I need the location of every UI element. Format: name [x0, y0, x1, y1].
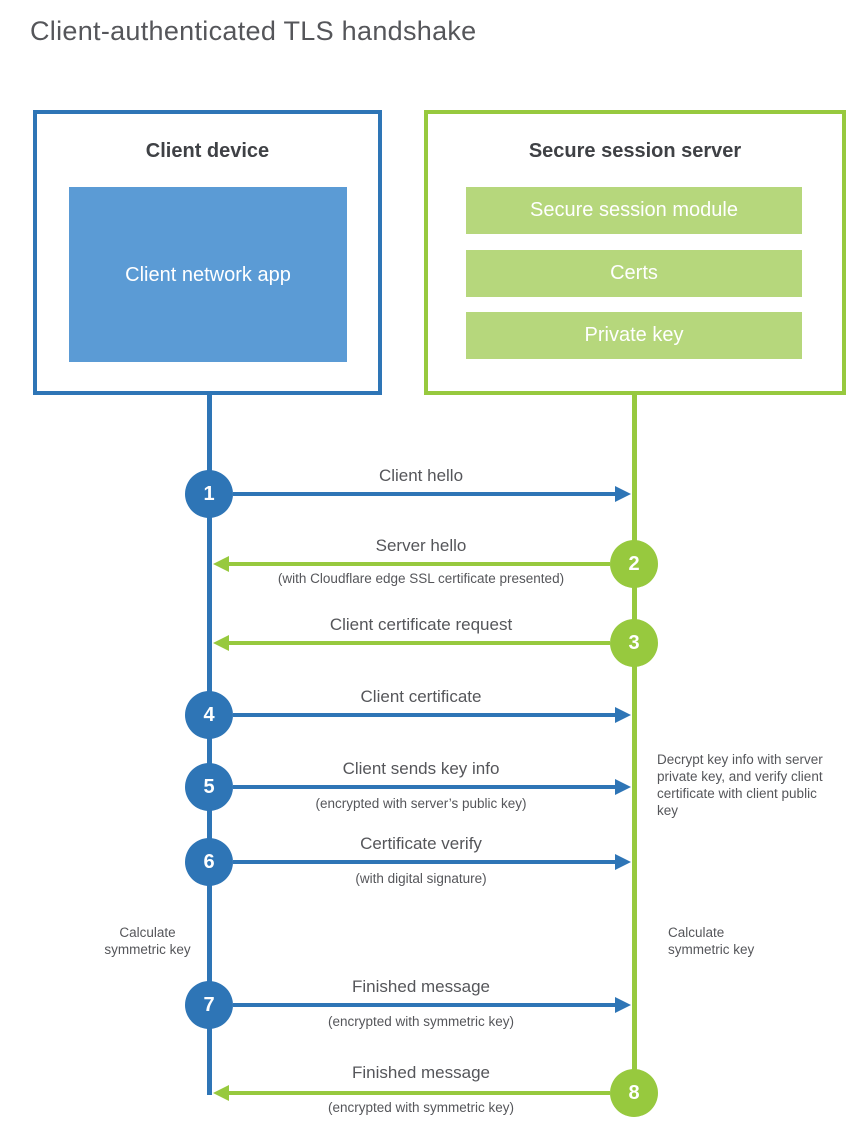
private-key-bar: Private key: [466, 312, 802, 359]
client-device-title: Client device: [145, 140, 270, 162]
client-network-app-box: Client network app: [69, 187, 347, 362]
step-7-badge: 7: [185, 981, 233, 1029]
secure-session-module-bar: Secure session module: [466, 187, 802, 234]
step-1-label: Client hello: [378, 466, 464, 485]
step-8-label: Finished message: [352, 1063, 490, 1082]
certs-label: Certs: [610, 262, 658, 284]
client-network-app-label: Client network app: [125, 263, 291, 286]
step-3-badge: 3: [610, 619, 658, 667]
calculate-symmetric-key-right-note: Calculate symmetric key: [668, 925, 755, 957]
step-5-label: Client sends key info: [342, 759, 500, 778]
step-3-arrow-left-icon: [213, 635, 610, 651]
step-7-label: Finished message: [352, 977, 490, 996]
step-7-arrow-right-icon: [233, 997, 631, 1013]
step-6-arrow-right-icon: [233, 854, 631, 870]
step-4-label: Client certificate: [360, 687, 482, 706]
step-1-badge: 1: [185, 470, 233, 518]
calculate-symmetric-key-left-note: Calculate symmetric key: [104, 925, 191, 957]
private-key-label: Private key: [584, 324, 684, 346]
step-6-sublabel: (with digital signature): [355, 871, 487, 886]
step-2-sublabel: (with Cloudflare edge SSL certificate pr…: [277, 571, 565, 586]
server-lifeline: [632, 391, 637, 1094]
step-3-label: Client certificate request: [329, 615, 513, 634]
step-2-badge: 2: [610, 540, 658, 588]
step-5-badge: 5: [185, 763, 233, 811]
decrypt-key-info-note: Decrypt key info with server private key…: [657, 752, 823, 818]
step-8-badge: 8: [610, 1069, 658, 1117]
step-1-arrow-right-icon: [233, 486, 631, 502]
page-title: Client-authenticated TLS handshake: [30, 16, 477, 46]
client-lifeline: [207, 391, 212, 1095]
step-8-sublabel: (encrypted with symmetric key): [327, 1100, 515, 1115]
step-4-badge: 4: [185, 691, 233, 739]
step-5-sublabel: (encrypted with server’s public key): [315, 796, 527, 811]
step-4-arrow-right-icon: [233, 707, 631, 723]
step-2-arrow-left-icon: [213, 556, 610, 572]
step-6-label: Certificate verify: [360, 834, 482, 853]
certs-bar: Certs: [466, 250, 802, 297]
step-6-badge: 6: [185, 838, 233, 886]
secure-session-module-label: Secure session module: [530, 199, 738, 221]
step-5-arrow-right-icon: [233, 779, 631, 795]
step-7-sublabel: (encrypted with symmetric key): [327, 1014, 515, 1029]
step-2-label: Server hello: [375, 536, 467, 555]
secure-session-server-title: Secure session server: [528, 140, 742, 162]
step-8-arrow-left-icon: [213, 1085, 610, 1101]
